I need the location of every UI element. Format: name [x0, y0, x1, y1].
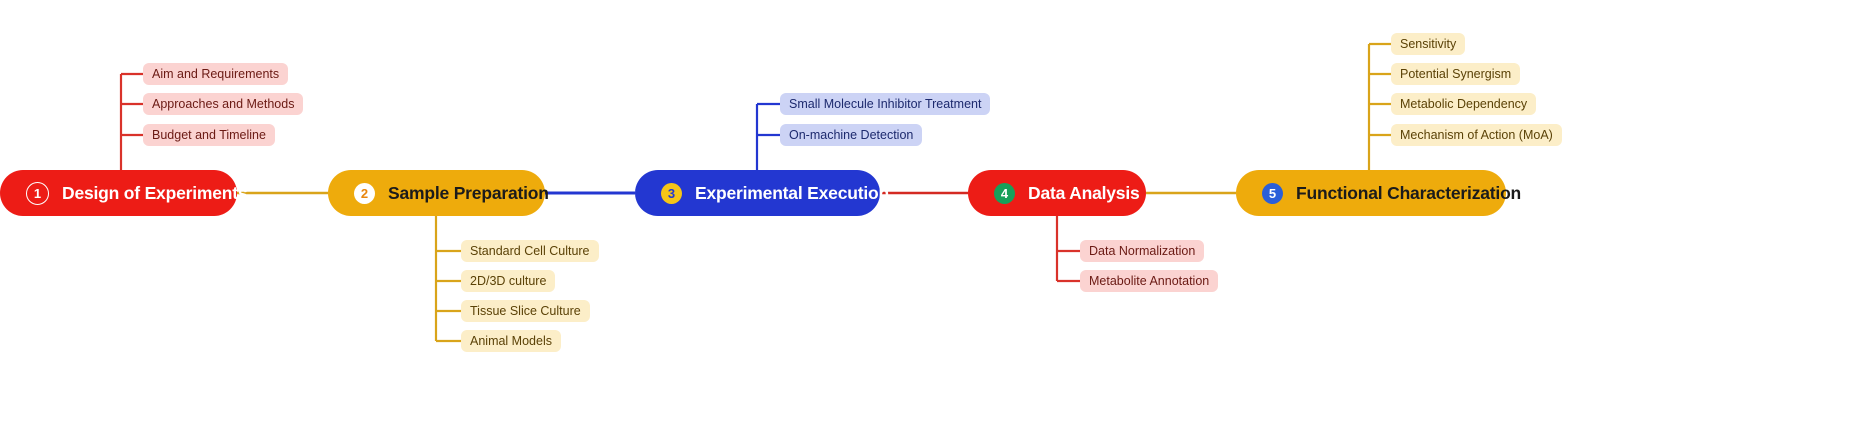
sub-node-label: Aim and Requirements — [152, 67, 280, 81]
sub-node-aim-and-requirements[interactable]: Aim and Requirements — [143, 63, 289, 85]
sub-node-label: Small Molecule Inhibitor Treatment — [789, 97, 982, 111]
sub-node-label: Sensitivity — [1400, 37, 1457, 51]
sub-node-metabolite-annotation[interactable]: Metabolite Annotation — [1080, 270, 1219, 292]
sub-node-label: Approaches and Methods — [152, 97, 295, 111]
sub-node-approaches-and-methods[interactable]: Approaches and Methods — [143, 93, 304, 115]
sub-node-label: Budget and Timeline — [152, 128, 266, 142]
sub-node-budget-and-timeline[interactable]: Budget and Timeline — [143, 124, 275, 146]
node-design-of-experiments[interactable]: 1 Design of Experiments — [0, 170, 248, 216]
node-data-analysis[interactable]: 4 Data Analysis — [968, 170, 1146, 216]
node-label-2: Sample Preparation — [388, 182, 549, 203]
sub-node-label: Metabolic Dependency — [1400, 97, 1528, 111]
sub-node-label: Potential Synergism — [1400, 67, 1512, 81]
node-sample-preparation[interactable]: 2 Sample Preparation — [328, 170, 549, 216]
node-number-badge-3: 3 — [661, 182, 682, 204]
node-number-badge-1: 1 — [26, 181, 49, 205]
node-number-badge-2: 2 — [354, 182, 375, 204]
sub-node-label: On-machine Detection — [789, 128, 914, 142]
sub-node-label: Tissue Slice Culture — [470, 304, 581, 318]
sub-node-data-normalization[interactable]: Data Normalization — [1080, 240, 1205, 262]
node-label-4: Data Analysis — [1028, 182, 1140, 203]
sub-node-potential-synergism[interactable]: Potential Synergism — [1391, 63, 1521, 85]
sub-node-label: Standard Cell Culture — [470, 244, 590, 258]
sub-node-mechanism-of-action[interactable]: Mechanism of Action (MoA) — [1391, 124, 1562, 146]
node-label-1: Design of Experiments — [62, 182, 248, 203]
sub-node-on-machine-detection[interactable]: On-machine Detection — [780, 124, 923, 146]
sub-node-2d-3d-culture[interactable]: 2D/3D culture — [461, 270, 556, 292]
sub-node-label: Data Normalization — [1089, 244, 1196, 258]
sub-node-label: Animal Models — [470, 334, 552, 348]
sub-node-small-molecule-inhibitor-treatment[interactable]: Small Molecule Inhibitor Treatment — [780, 93, 991, 115]
node-number-badge-5: 5 — [1262, 182, 1283, 204]
sub-node-standard-cell-culture[interactable]: Standard Cell Culture — [461, 240, 599, 262]
sub-node-metabolic-dependency[interactable]: Metabolic Dependency — [1391, 93, 1537, 115]
sub-node-label: 2D/3D culture — [470, 274, 547, 288]
sub-node-sensitivity[interactable]: Sensitivity — [1391, 33, 1466, 55]
sub-node-animal-models[interactable]: Animal Models — [461, 330, 561, 352]
node-experimental-execution[interactable]: 3 Experimental Execution — [635, 170, 889, 216]
sub-node-label: Metabolite Annotation — [1089, 274, 1210, 288]
node-functional-characterization[interactable]: 5 Functional Characterization — [1236, 170, 1521, 216]
node-label-3: Experimental Execution — [695, 182, 889, 203]
sub-node-tissue-slice-culture[interactable]: Tissue Slice Culture — [461, 300, 590, 322]
sub-node-label: Mechanism of Action (MoA) — [1400, 128, 1553, 142]
node-number-badge-4: 4 — [994, 182, 1015, 204]
node-label-5: Functional Characterization — [1296, 182, 1522, 203]
